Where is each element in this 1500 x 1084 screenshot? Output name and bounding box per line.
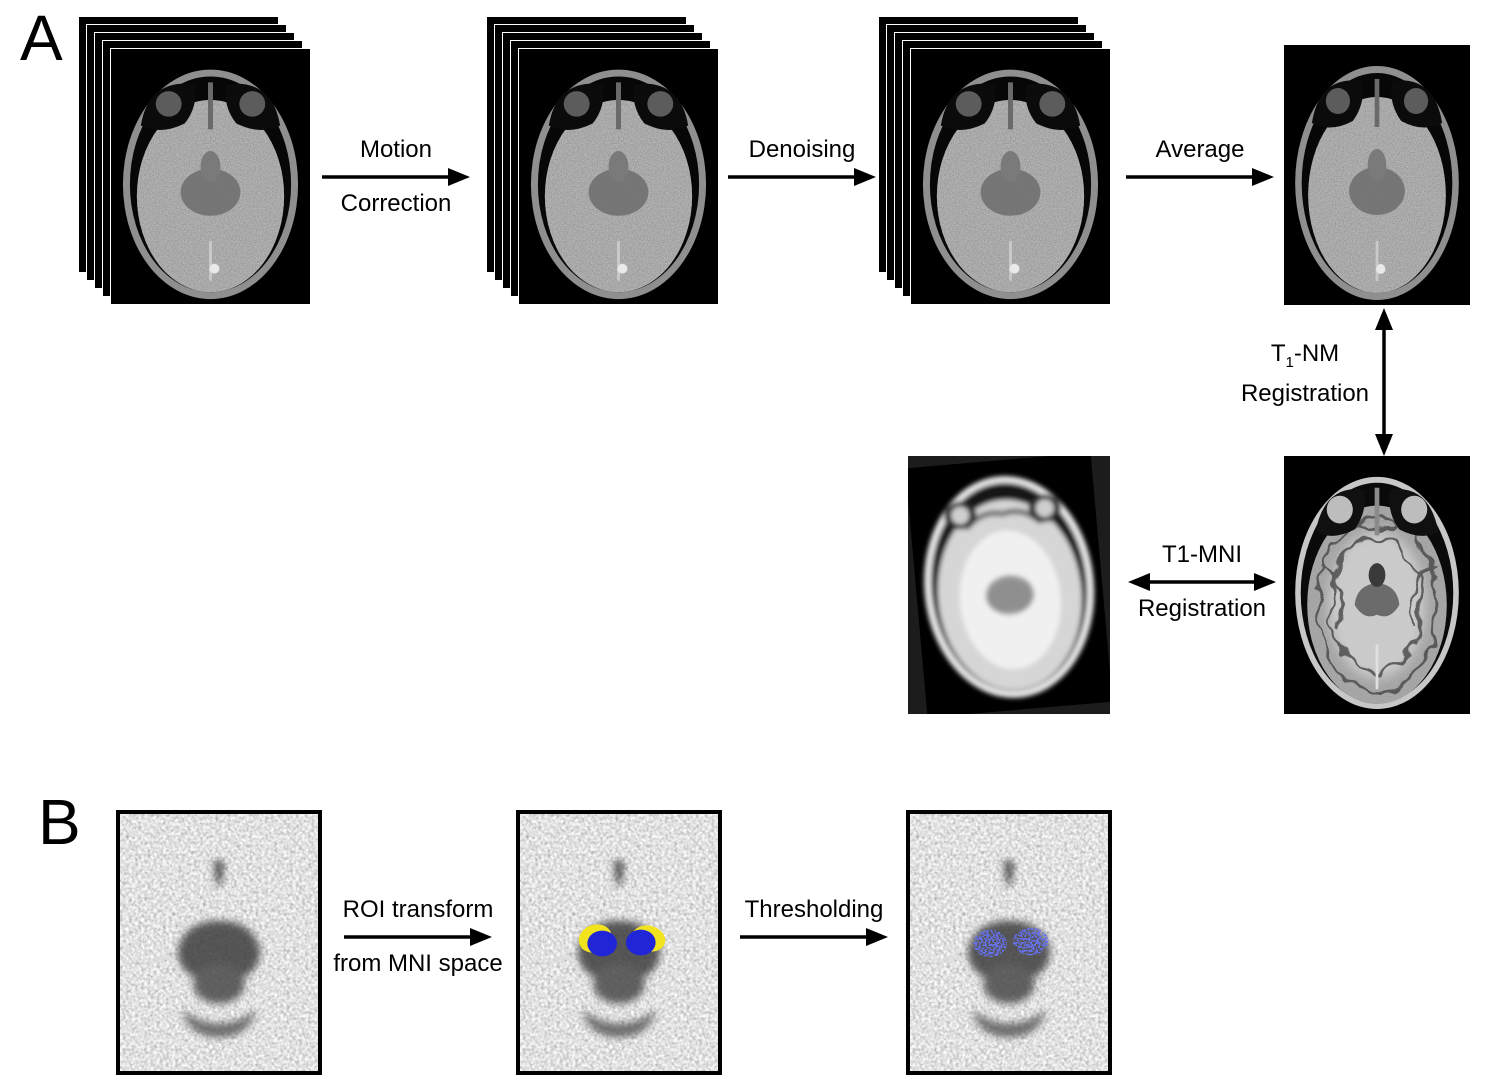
t1mni-registration-word: Registration [1137, 595, 1267, 622]
stack-front-frame [910, 48, 1111, 305]
denoising-label: Denoising [748, 136, 856, 163]
t1nm-label-line2: Registration [1240, 379, 1370, 407]
correction-label: Correction [340, 190, 452, 217]
double-arrow-horizontal-icon [1128, 573, 1276, 591]
t1mni-label: T1-MNI [1162, 541, 1242, 568]
nm-average-image [1284, 45, 1470, 305]
average-label: Average [1155, 136, 1245, 163]
average-step: Average [1122, 135, 1278, 219]
right-arrow-icon [728, 168, 876, 186]
midbrain-crop-graphic [120, 814, 318, 1071]
mni-template-image [908, 456, 1110, 714]
stack-front-frame [518, 48, 719, 305]
midbrain-thresholded-roi-graphic [910, 814, 1108, 1071]
axial-mni-slice-graphic [908, 456, 1110, 714]
nm-stack-raw [78, 16, 311, 305]
roi-thresholded-image [906, 810, 1112, 1075]
stack-front-frame [110, 48, 311, 305]
roi-transform-step: ROI transform from MNI space [328, 895, 508, 979]
t1nm-label-line1: T1-NM [1270, 340, 1340, 371]
axial-t1-slice-graphic [1284, 456, 1470, 714]
t1-image [1284, 456, 1470, 714]
nm-stack-denoised [878, 16, 1111, 305]
axial-nm-slice-graphic [1284, 45, 1470, 305]
nm-crop-image [116, 810, 322, 1075]
t1nm-registration-label: T1-NM Registration [1240, 338, 1370, 409]
axial-nm-slice-graphic [111, 49, 310, 304]
thresholding-label: Thresholding [744, 896, 884, 923]
motion-label: Motion [359, 136, 433, 163]
right-arrow-icon [344, 928, 492, 946]
motion-correction-step: Motion Correction [318, 135, 474, 219]
thresholding-step: Thresholding [728, 895, 900, 979]
nm-stack-motion-corrected [486, 16, 719, 305]
axial-nm-slice-graphic [519, 49, 718, 304]
roi-transform-label-line2: from MNI space [333, 950, 503, 977]
midbrain-roi-overlay-graphic [520, 814, 718, 1071]
roi-transform-label-line1: ROI transform [342, 896, 494, 923]
t1mni-registration-step: T1-MNI Registration [1126, 540, 1278, 624]
right-arrow-icon [1126, 168, 1274, 186]
right-arrow-icon [740, 928, 888, 946]
denoising-step: Denoising [726, 135, 878, 219]
roi-overlay-image [516, 810, 722, 1075]
right-arrow-icon [322, 168, 470, 186]
double-arrow-vertical-icon [1375, 308, 1393, 456]
panel-a-label: A [20, 2, 63, 74]
axial-nm-slice-graphic [911, 49, 1110, 304]
panel-b-label: B [38, 786, 81, 858]
